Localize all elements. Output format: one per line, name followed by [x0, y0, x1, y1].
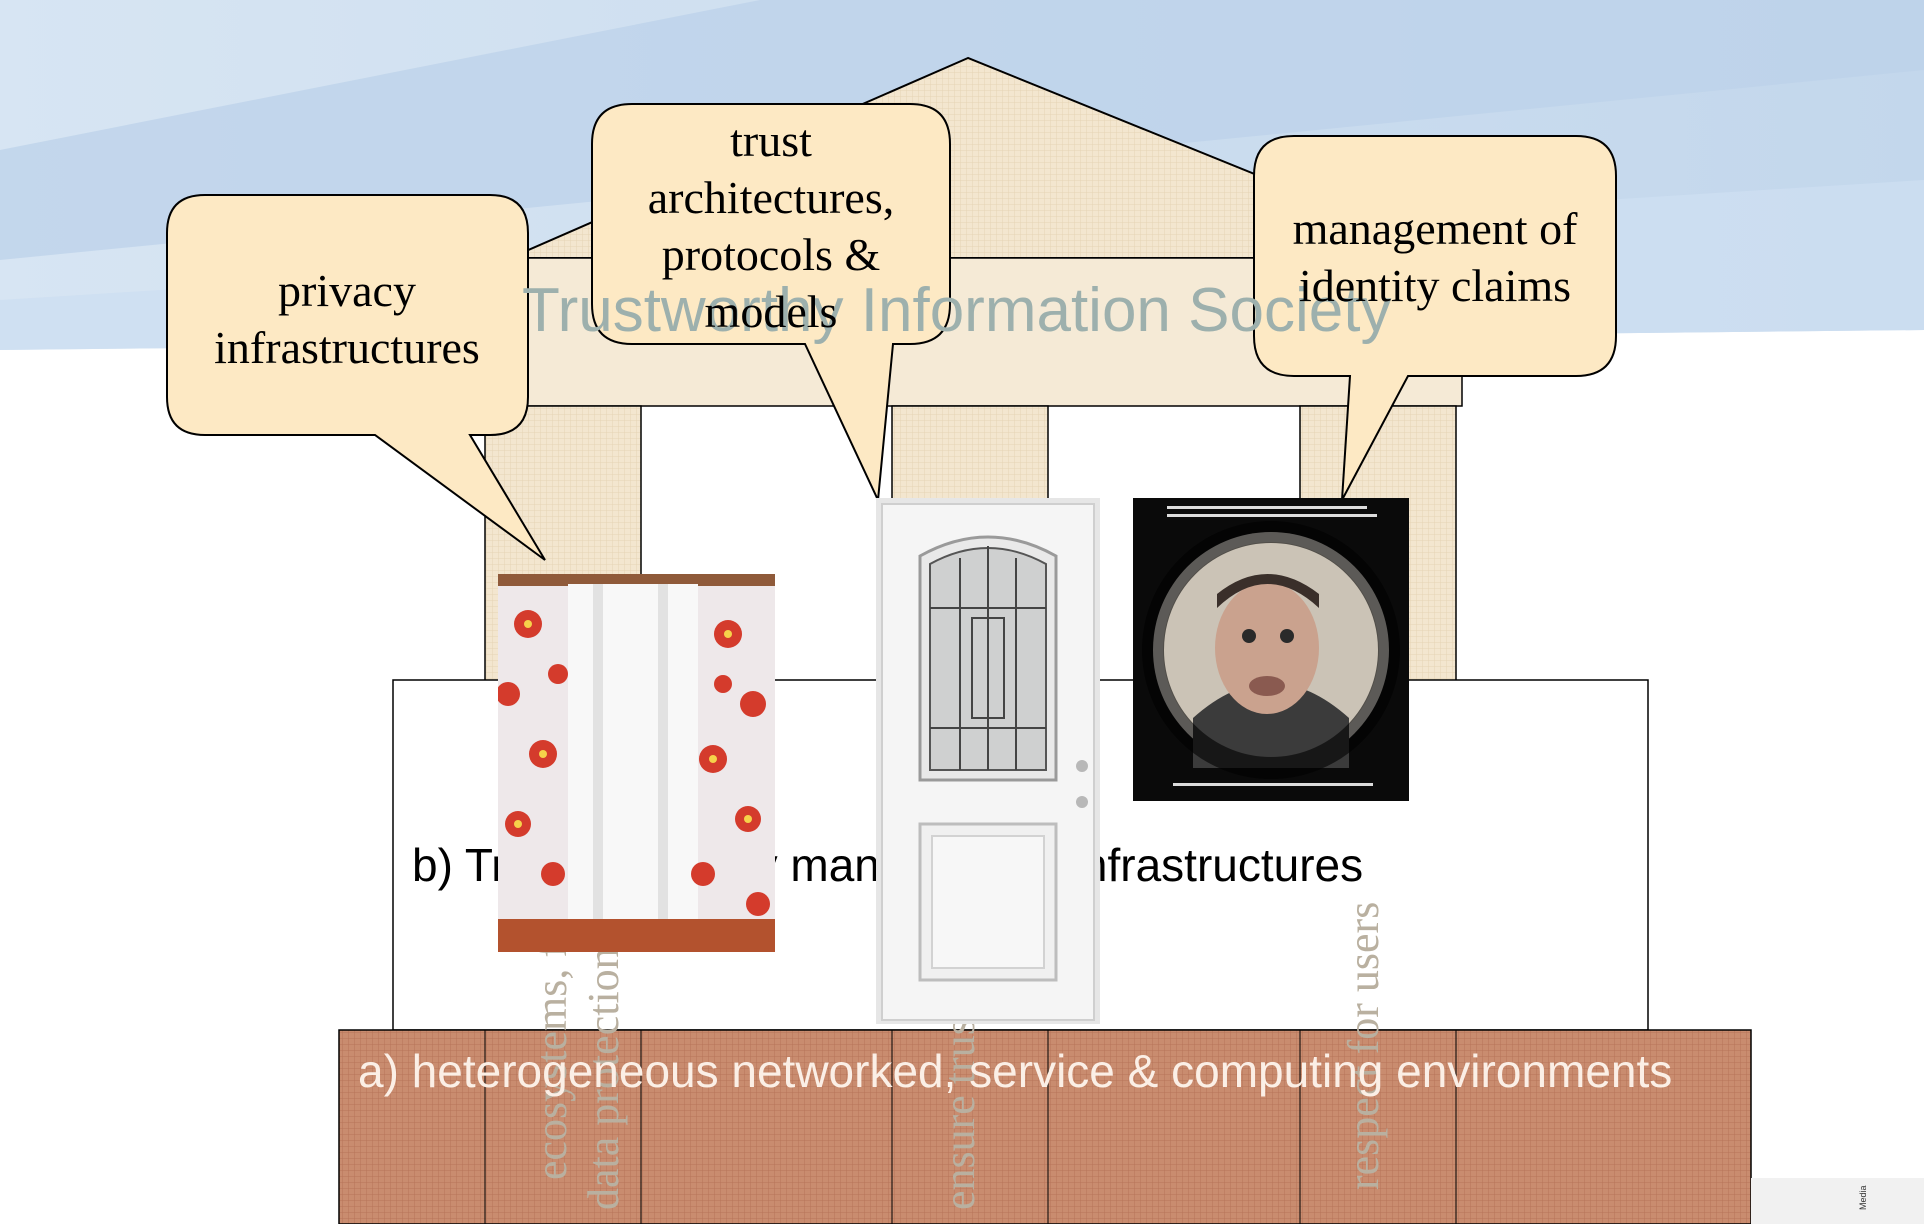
- roof-title: Trustworthy Information Society: [522, 276, 1392, 345]
- bubble-identity: management of identity claims: [1292, 203, 1578, 311]
- bubble-trust: trust architectures, protocols & models: [647, 115, 895, 337]
- footer-brand: Media: [1858, 1185, 1868, 1210]
- peephole-photo: [1133, 498, 1409, 801]
- layer-a-label: a) heterogeneous networked, service & co…: [358, 1045, 1673, 1097]
- curtain-photo: [498, 574, 775, 952]
- bubble-privacy: privacy infrastructures: [214, 265, 480, 373]
- door-photo: [876, 498, 1100, 1024]
- footer-brand-strip: [1751, 1178, 1924, 1224]
